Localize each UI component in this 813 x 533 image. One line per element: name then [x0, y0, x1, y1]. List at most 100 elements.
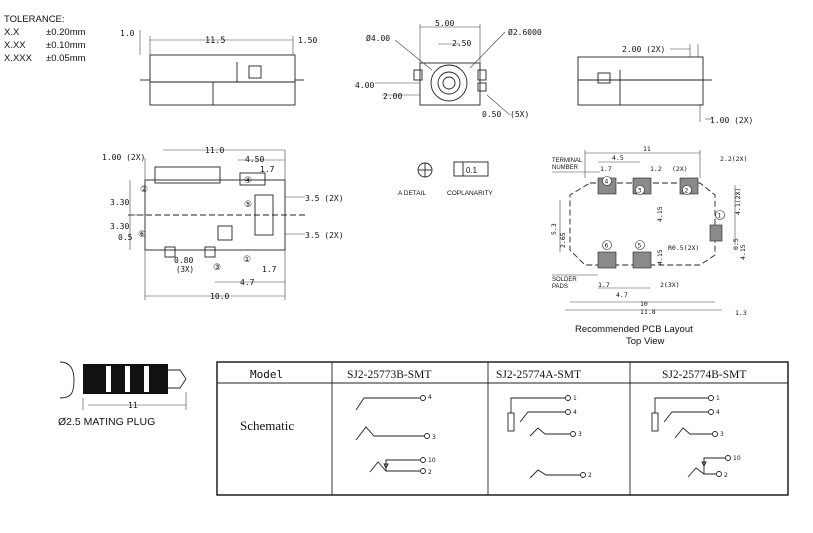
- pcb-pad-6: 6: [605, 243, 609, 250]
- bottom-pin-2: ②: [140, 185, 148, 195]
- schematic-a-pin-1: 4: [428, 394, 432, 401]
- pcb-layout: 4 2 6 5 3 1 11 4.5 1.7 1.2 (2X) 2.2(2X) …: [550, 145, 747, 347]
- schematic-a-pin-4: 2: [428, 469, 432, 476]
- bottom-dim-d: 1.7: [260, 165, 275, 174]
- bottom-pin-6: ⑥: [138, 230, 146, 240]
- pcb-dim-1-7b: 1.7: [598, 281, 610, 289]
- bottom-dim-g: 0.5: [118, 233, 133, 242]
- front-dim-center: 2.00: [383, 92, 402, 101]
- front-view: 5.00 Ø4.00 2.50 Ø2.6000 4.00 2.00 0.50 (…: [355, 19, 542, 119]
- front-dim-pin-count: (5X): [510, 110, 529, 119]
- bottom-dim-f: 3.30: [110, 222, 129, 231]
- pcb-dim-4-15a: 4.15: [656, 206, 664, 222]
- pcb-solder-label-2: PADS: [552, 284, 568, 290]
- table-header-model-3: SJ2-25774B-SMT: [662, 369, 746, 381]
- pcb-pad-2: 2: [685, 188, 689, 195]
- table-header-model: Model: [250, 368, 283, 381]
- coplanarity-tol: 0.1: [466, 166, 478, 175]
- right-view: 2.00 (2X) 1.00 (2X): [577, 44, 753, 125]
- pcb-dim-1-3: 1.3: [735, 309, 747, 317]
- schematic-c: 1 4 3 10 2: [651, 395, 741, 479]
- pcb-dim-0-5: 0.5: [732, 238, 740, 250]
- pcb-dim-10: 10: [640, 300, 648, 308]
- side-dim-left: 1.0: [120, 29, 135, 38]
- mating-plug: 11 Ø2.5 MATING PLUG: [58, 361, 187, 428]
- side-dim-length: 11.5: [205, 36, 225, 46]
- tolerance-title: TOLERANCE:: [4, 14, 65, 25]
- pcb-dim-4-1: 4.1(2X): [734, 188, 742, 215]
- side-view: 1.0 11.5 1.50: [120, 29, 317, 106]
- coplanarity-label: COPLANARITY: [447, 190, 494, 197]
- bottom-dim-h: 3.5 (2X): [305, 194, 344, 203]
- pcb-dim-1-7a: 1.7: [600, 165, 612, 173]
- bottom-pin-1: ①: [243, 255, 251, 265]
- bottom-view: 1.00 (2X) 11.0 4.50 1.7 3.30 3.30 0.5 3.…: [102, 146, 344, 301]
- bottom-dim-e: 3.30: [110, 198, 129, 207]
- schematic-b-pin-3: 3: [578, 431, 582, 438]
- pcb-dim-2-3x: 2(3X): [660, 281, 680, 289]
- bottom-pin-3: ③: [213, 263, 221, 273]
- pcb-dim-4-5: 4.5: [612, 154, 624, 162]
- pcb-dim-4-15b: 4.15: [739, 244, 747, 260]
- pcb-caption-1: Recommended PCB Layout: [575, 324, 693, 335]
- pcb-dim-1-2: 1.2: [650, 165, 662, 173]
- pcb-dim-11-8: 11.8: [640, 308, 656, 316]
- detail-label: A DETAIL: [398, 190, 426, 197]
- side-dim-right: 1.50: [298, 36, 317, 45]
- right-dim-top: 2.00 (2X): [622, 45, 665, 54]
- tolerance-val-1: ±0.20mm: [46, 27, 86, 38]
- table-header-model-2: SJ2-25774A-SMT: [496, 369, 581, 381]
- pcb-dim-4-7: 4.7: [616, 291, 628, 299]
- pcb-dim-2-2: 2.2(2X): [720, 155, 747, 163]
- pcb-pad-4: 4: [605, 179, 609, 186]
- plug-dim: 11: [128, 401, 138, 410]
- tolerance-val-2: ±0.10mm: [46, 40, 86, 51]
- pcb-solder-label-1: SOLDER: [552, 277, 577, 283]
- bottom-dim-k: 4.7: [240, 278, 255, 287]
- front-dim-pin-dia: Ø2.6000: [508, 27, 542, 37]
- schematic-a-pin-3: 10: [428, 457, 436, 464]
- pcb-caption-2: Top View: [626, 336, 665, 347]
- schematic-b-pin-2: 4: [573, 409, 577, 416]
- bottom-dim-l: 1.7: [262, 265, 277, 274]
- front-dim-top: 5.00: [435, 19, 454, 28]
- pcb-dim-2-65: 2.65: [559, 232, 567, 248]
- pcb-dim-5-3: 5.3: [550, 223, 558, 235]
- pcb-dim-4-15c: 4.15: [656, 249, 664, 265]
- bottom-pin-5: ⑤: [244, 200, 252, 210]
- pcb-dim-11: 11: [643, 145, 651, 153]
- pcb-pad-1: 1: [718, 213, 722, 220]
- tolerance-fmt-3: X.XXX: [4, 53, 33, 64]
- tolerance-fmt-2: X.XX: [4, 40, 26, 51]
- bottom-dim-i: 3.5 (2X): [305, 231, 344, 240]
- front-dim-inner: 2.50: [452, 39, 471, 48]
- tolerance-fmt-1: X.X: [4, 27, 20, 38]
- pcb-terminal-label-2: NUMBER: [552, 165, 579, 171]
- schematic-a-pin-2: 3: [432, 434, 436, 441]
- bottom-dim-c: 4.50: [245, 155, 264, 164]
- table-header-model-1: SJ2-25773B-SMT: [347, 369, 431, 381]
- schematic-c-pin-3: 3: [720, 431, 724, 438]
- tolerance-val-3: ±0.05mm: [46, 53, 86, 64]
- schematic-a: 4 3 10 2: [355, 394, 436, 476]
- table-row-label: Schematic: [240, 418, 294, 433]
- pcb-terminal-label-1: TERMINAL: [552, 158, 583, 164]
- plug-caption: Ø2.5 MATING PLUG: [58, 416, 155, 428]
- schematic-b-pin-4: 2: [588, 472, 592, 479]
- front-dim-height: 4.00: [355, 81, 374, 90]
- pcb-dim-r0-5: R0.5(2X): [668, 244, 699, 252]
- schematic-c-pin-5: 2: [724, 472, 728, 479]
- bottom-dim-b: 11.0: [205, 146, 224, 155]
- bottom-dim-m: 10.0: [210, 292, 229, 301]
- front-dim-pin: 0.50: [482, 110, 501, 119]
- bottom-pin-4: ④: [244, 176, 252, 186]
- detail-coplanarity: 0.1 A DETAIL COPLANARITY: [398, 161, 494, 197]
- pcb-pad-3: 3: [638, 188, 642, 195]
- bottom-dim-j2: (3X): [176, 265, 194, 274]
- schematic-c-pin-1: 1: [716, 395, 720, 402]
- pcb-dim-2x: (2X): [672, 165, 688, 173]
- bottom-dim-j: 0.80: [174, 256, 193, 265]
- schematic-b: 1 4 3 2: [507, 395, 592, 479]
- bottom-dim-a: 1.00 (2X): [102, 153, 145, 162]
